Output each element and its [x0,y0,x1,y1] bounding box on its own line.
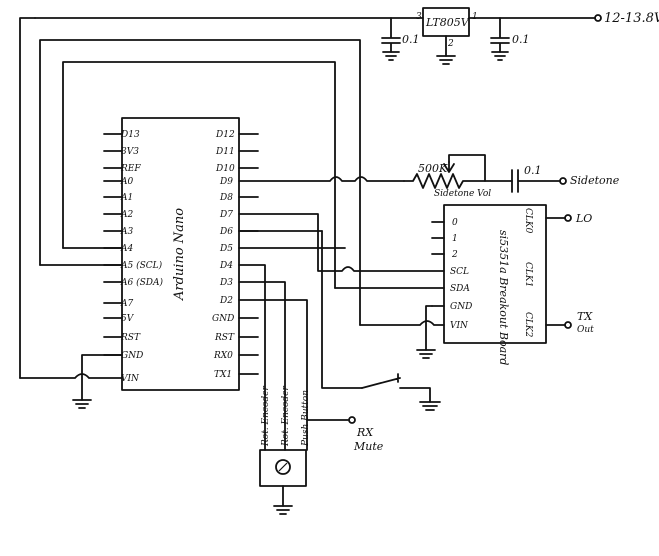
si-pin-1: 1 [452,234,458,244]
pin-a0: A0 [120,177,133,187]
sidetone-label: Sidetone [570,174,620,187]
cap-out-label: 0.1 [512,33,530,46]
sidetone-section: 500K Sidetone Vol 0.1 Sidetone [403,154,620,199]
pin-rst-right: RST [214,333,235,343]
pin-d2: D2 [219,296,233,306]
rotary-encoder: Rot. Encoder Rot. Encoder Push Button [259,386,311,515]
cap-in-label: 0.1 [402,33,420,46]
rx-mute-terminal [348,416,356,424]
pin-a5: A5 (SCL) [120,260,163,271]
pin-d11: D11 [215,147,235,157]
arduino-right-pins: D12 D11 D10 D9 D8 D7 D6 D5 D4 D3 D2 GND … [212,130,259,380]
si-pin-clk1: CLK1 [523,262,533,287]
pin-rst-left: RST [120,333,141,343]
loop-wires [19,17,361,379]
key-switch [361,373,441,411]
si-pin-gnd: GND [450,302,472,312]
pin-a6: A6 (SDA) [120,277,163,288]
encoder-body [259,449,307,487]
si-pin-scl: SCL [450,267,469,277]
encoder-label-3: Push Button [301,390,311,447]
pin-5v: 5V [121,314,135,324]
pin-d5: D5 [219,244,233,254]
arduino-title: Arduino Nano [172,208,187,301]
lo-label: LO [575,212,592,225]
pin-d3: D3 [219,278,233,288]
regulator-pin-gnd: 2 [447,39,454,49]
tx-terminal [564,321,572,329]
si-pin-clk2: CLK2 [523,312,533,338]
pin-ref: REF [120,164,141,174]
pin-d12: D12 [215,130,235,140]
pin-d7: D7 [219,210,233,220]
si5351-board: si5351a Breakout Board 0 1 2 SCL SDA GND… [416,204,594,365]
tx-sublabel: Out [577,325,594,335]
power-section: LT805V 3 1 2 12-13.8V 0.1 0.1 [34,7,659,65]
si5351-title: si5351a Breakout Board [497,230,510,365]
pin-3v3: 3V3 [121,147,139,157]
pin-a7: A7 [120,299,133,309]
pot-value: 500K [418,162,448,175]
pot-label: Sidetone Vol [434,189,491,199]
pin-d6: D6 [219,227,233,237]
rx-mute-label: RX [356,426,374,439]
tx-label: TX [577,310,593,323]
pin-d8: D8 [219,193,233,203]
si-pin-2: 2 [451,250,458,260]
rx-mute-sublabel: Mute [353,440,384,453]
pin-d10: D10 [215,164,235,174]
pin-gnd-left: GND [121,351,143,361]
si5351-body [443,204,547,344]
sidetone-terminal [559,177,567,185]
si-pin-vin: VIN [450,321,469,331]
si-pin-sda: SDA [450,284,470,294]
rx-mute: RX Mute [348,416,384,453]
supply-terminal [594,14,602,22]
pin-d4: D4 [219,261,233,271]
si-pin-0: 0 [452,218,458,228]
supply-label: 12-13.8V [604,11,659,26]
pin-a3: A3 [120,227,133,237]
si-pin-clk0: CLK0 [523,208,533,234]
arduino-body [121,117,240,391]
arduino-ground [72,354,123,409]
encoder-knob-icon [275,459,291,475]
cap-sidetone-label: 0.1 [524,164,542,177]
pin-tx1: TX1 [214,370,232,380]
pin-d13: D13 [120,130,140,140]
encoder-label-1: Rot. Encoder [261,386,271,447]
lo-terminal [564,214,572,222]
pin-vin: VIN [121,374,140,384]
regulator-pin-in: 3 [416,12,422,22]
encoder-label-2: Rot. Encoder [281,386,291,447]
pin-rx0: RX0 [213,351,233,361]
regulator-pin-out: 1 [472,12,478,22]
pin-a4: A4 [120,244,133,254]
pin-gnd-right: GND [212,314,234,324]
pin-a2: A2 [120,210,133,220]
pin-d9: D9 [219,177,233,187]
pin-a1: A1 [120,193,133,203]
signal-wires [238,176,445,451]
arduino-left-pins: D13 3V3 REF A0 A1 A2 A3 A4 A5 (SCL) A6 (… [103,130,163,384]
arduino-nano: Arduino Nano D13 3V3 REF A0 A1 A2 A3 A4 … [103,117,259,391]
regulator-label: LT805V [425,16,470,29]
